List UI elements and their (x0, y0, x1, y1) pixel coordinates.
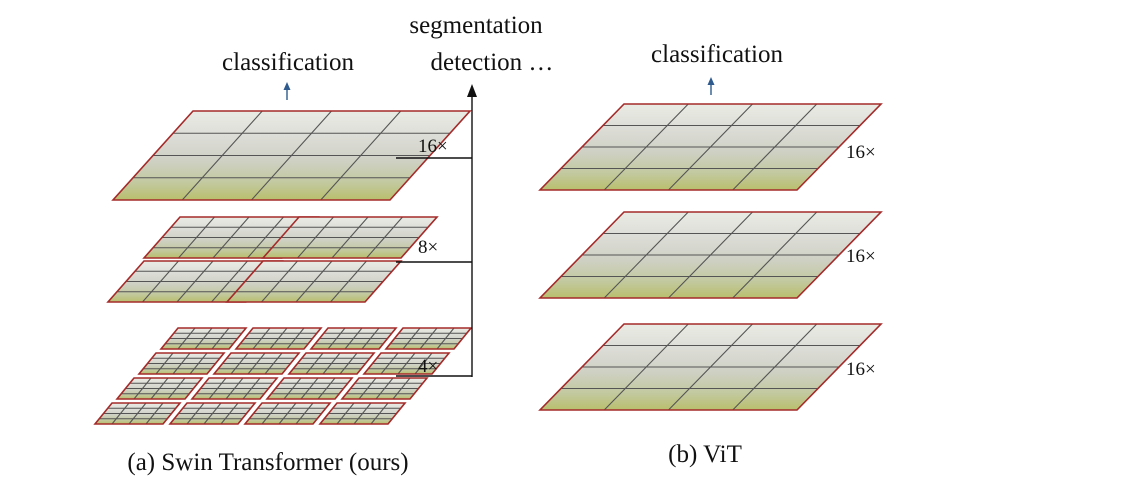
window-border (340, 377, 429, 400)
window-border (212, 352, 301, 375)
window-border (318, 402, 407, 425)
grid-line (436, 327, 455, 350)
classification-arrowhead (283, 82, 291, 90)
window-border (225, 260, 403, 303)
grid-line (392, 377, 411, 400)
window-border (93, 402, 182, 425)
feature-map-layers (93, 103, 883, 425)
swin-window-4x (234, 327, 323, 350)
swin-window-4x (384, 327, 473, 350)
grid-line (145, 402, 164, 425)
grid-line (247, 216, 284, 259)
swin-window-4x (190, 377, 279, 400)
window-border (159, 327, 248, 350)
grid-line (414, 352, 433, 375)
grid-line (264, 352, 283, 375)
swin-window-8x (225, 260, 403, 303)
window-border (384, 327, 473, 350)
swin-window-4x (93, 402, 182, 425)
grid-line (732, 103, 818, 191)
swin-stage-16x (111, 110, 472, 201)
grid-line (220, 402, 239, 425)
scale-label-b-2: 16× (846, 359, 876, 380)
vit-layer-16x (538, 211, 883, 299)
grid-line (211, 260, 248, 303)
grid-line (370, 402, 389, 425)
window-border (243, 402, 332, 425)
grid-line (366, 216, 403, 259)
vit-layer-16x (538, 323, 883, 411)
scale-label-b-0: 16× (846, 142, 876, 163)
window-border (309, 327, 398, 350)
grid-line (189, 352, 208, 375)
classification-label-b: classification (651, 41, 783, 68)
swin-window-4x (287, 352, 376, 375)
segmentation-label: segmentation (409, 12, 543, 39)
window-border (115, 377, 204, 400)
window-border (538, 211, 883, 299)
scale-label-a-2: 4× (418, 356, 438, 377)
window-border (538, 323, 883, 411)
window-border (137, 352, 226, 375)
window-border (190, 377, 279, 400)
swin-window-4x (362, 352, 451, 375)
grid-line (361, 327, 380, 350)
swin-window-4x (137, 352, 226, 375)
classification-arrowhead (707, 77, 715, 85)
swin-window-4x (265, 377, 354, 400)
window-border (261, 216, 439, 259)
grid-line (732, 211, 818, 299)
swin-window-4x (318, 402, 407, 425)
grid-line (211, 327, 230, 350)
window-border (287, 352, 376, 375)
caption-b: (b) ViT (668, 441, 742, 468)
grid-line (295, 402, 314, 425)
scale-label-a-1: 8× (418, 237, 438, 258)
swin-window-8x (261, 216, 439, 259)
swin-window-4x (309, 327, 398, 350)
swin-window-4x (159, 327, 248, 350)
window-border (111, 110, 472, 201)
vit-layer-16x (538, 103, 883, 191)
window-border (538, 103, 883, 191)
grid-line (167, 377, 186, 400)
grid-line (242, 377, 261, 400)
hierarchy-connectors (283, 77, 715, 377)
swin-window-4x (243, 402, 332, 425)
swin-window-4x (168, 402, 257, 425)
output-arrowhead (467, 84, 477, 97)
swin-window-4x (115, 377, 204, 400)
scale-label-b-1: 16× (846, 246, 876, 267)
grid-line (732, 323, 818, 411)
grid-line (330, 260, 367, 303)
window-border (234, 327, 323, 350)
caption-a: (a) Swin Transformer (ours) (127, 449, 408, 476)
detection-label: detection … (431, 49, 554, 76)
grid-line (320, 110, 402, 201)
grid-line (317, 377, 336, 400)
swin-window-4x (340, 377, 429, 400)
window-border (265, 377, 354, 400)
classification-label-a: classification (222, 49, 354, 76)
swin-window-4x (212, 352, 301, 375)
window-border (168, 402, 257, 425)
scale-label-a-0: 16× (418, 136, 448, 157)
grid-line (286, 327, 305, 350)
grid-line (339, 352, 358, 375)
window-border (362, 352, 451, 375)
